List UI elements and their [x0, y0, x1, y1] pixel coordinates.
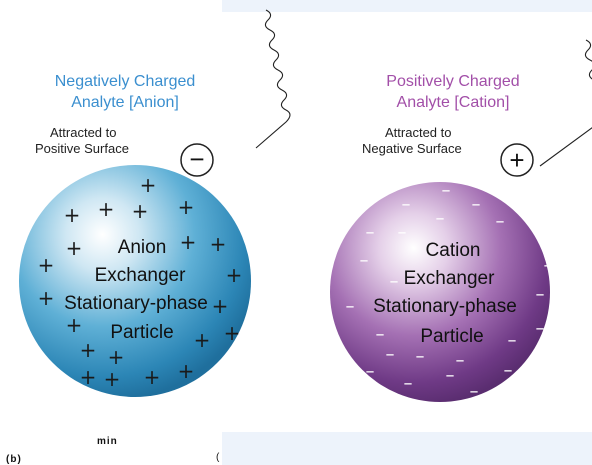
bottom-background-panel [222, 432, 592, 465]
positive-charge-mark: + [178, 195, 195, 219]
caption-panel-b: (b) [6, 454, 22, 465]
negative-charge-mark: – [536, 284, 545, 305]
right-title-line1: Positively Charged [386, 73, 519, 90]
positive-charge-mark: + [80, 365, 97, 389]
positive-charge-mark: + [226, 263, 243, 287]
negative-charge-mark: – [376, 324, 385, 345]
right-wavy-tail [539, 39, 592, 167]
positive-charge-mark: + [132, 199, 149, 223]
positive-charge-mark: + [64, 203, 81, 227]
cation-exchanger-particle [330, 182, 550, 402]
negative-charge-mark: – [402, 194, 411, 215]
negative-charge-mark: – [496, 211, 505, 232]
right-analyte-circle [500, 143, 534, 177]
left-wavy-tail [255, 9, 291, 149]
right-particle-line3: Stationary-phase [373, 296, 517, 317]
right-particle-line1: Cation [426, 240, 481, 261]
positive-charge-mark: + [180, 230, 197, 254]
positive-charge-mark: + [66, 313, 83, 337]
negative-charge-mark: – [536, 318, 545, 339]
negative-charge-mark: – [544, 255, 553, 276]
left-particle-line2: Exchanger [95, 265, 187, 286]
negative-charge-mark: – [398, 222, 407, 243]
left-attract-line2: Positive Surface [35, 141, 129, 156]
positive-charge-mark: + [38, 253, 55, 277]
negative-charge-mark: – [360, 250, 369, 271]
negative-charge-mark: – [446, 365, 455, 386]
negative-charge-mark: – [390, 271, 399, 292]
negative-charge-mark: – [346, 296, 355, 317]
right-surface-charges: –––––––––––––––––––––––– [346, 180, 553, 402]
left-particle-line1: Anion [118, 237, 167, 258]
right-attract-line1: Attracted to [385, 125, 451, 140]
left-title-line2: Analyte [Anion] [71, 94, 179, 111]
negative-charge-mark: – [436, 208, 445, 229]
negative-charge-mark: – [366, 222, 375, 243]
positive-charge-mark: + [38, 286, 55, 310]
left-particle-line3: Stationary-phase [64, 293, 208, 314]
right-particle-line4: Particle [420, 326, 483, 347]
right-analyte-symbol: + [509, 145, 524, 175]
left-title-line1: Negatively Charged [55, 73, 196, 90]
left-particle-line4: Particle [110, 322, 173, 343]
positive-charge-mark: + [108, 345, 125, 369]
positive-charge-mark: + [98, 197, 115, 221]
left-attract-line1: Attracted to [50, 125, 116, 140]
right-particle-line2: Exchanger [404, 268, 496, 289]
caption-paren: ( [216, 452, 221, 463]
positive-charge-mark: + [224, 321, 241, 345]
negative-charge-mark: – [504, 360, 513, 381]
negative-charge-mark: – [442, 180, 451, 201]
right-attract-line2: Negative Surface [362, 141, 462, 156]
positive-charge-mark: + [66, 236, 83, 260]
positive-charge-mark: + [140, 173, 157, 197]
negative-charge-mark: – [470, 381, 479, 402]
negative-charge-mark: – [416, 346, 425, 367]
anion-exchanger-particle [19, 165, 251, 397]
right-title-line2: Analyte [Cation] [397, 94, 510, 111]
negative-charge-mark: – [456, 350, 465, 371]
negative-charge-mark: – [386, 344, 395, 365]
left-analyte-symbol: − [189, 144, 204, 174]
negative-charge-mark: – [540, 224, 549, 245]
top-background-panel [222, 0, 592, 12]
negative-charge-mark: – [366, 361, 375, 382]
positive-charge-mark: + [212, 294, 229, 318]
negative-charge-mark: – [472, 194, 481, 215]
positive-charge-mark: + [210, 232, 227, 256]
left-surface-charges: +++++++++++++++++++++ [38, 173, 243, 391]
positive-charge-mark: + [104, 367, 121, 391]
negative-charge-mark: – [508, 330, 517, 351]
negative-charge-mark: – [404, 373, 413, 394]
positive-charge-mark: + [80, 338, 97, 362]
positive-charge-mark: + [144, 365, 161, 389]
left-analyte-circle [180, 143, 214, 177]
caption-min: min [97, 436, 118, 447]
positive-charge-mark: + [178, 359, 195, 383]
positive-charge-mark: + [194, 328, 211, 352]
